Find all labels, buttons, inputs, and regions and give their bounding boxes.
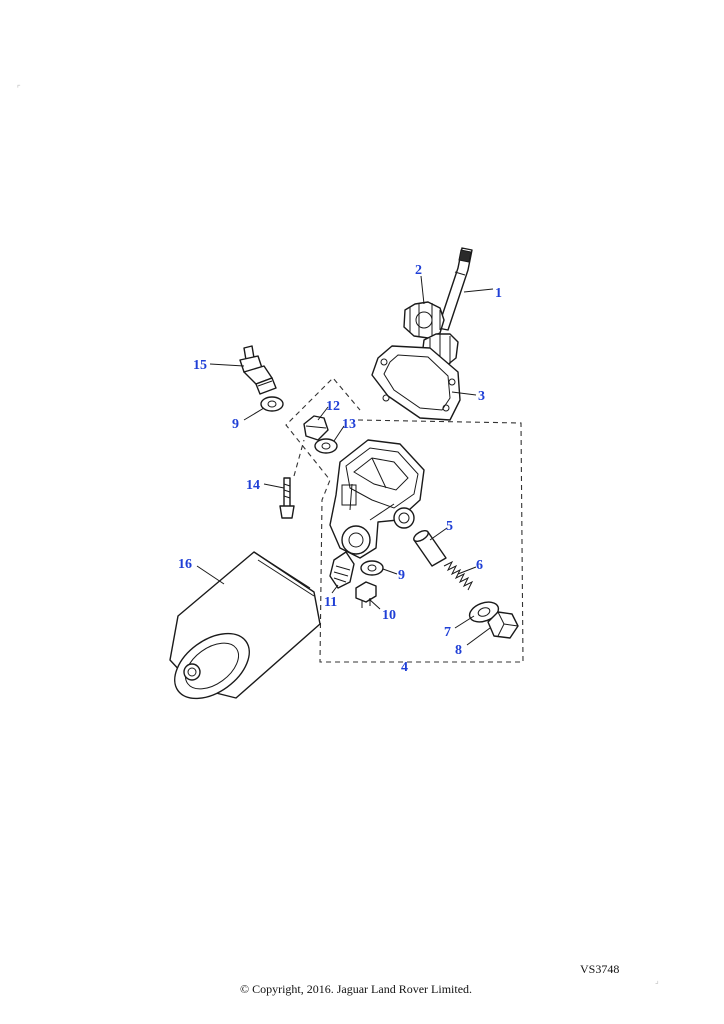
pressure-switch-part[interactable] <box>239 345 277 395</box>
callout-7: 7 <box>444 625 451 640</box>
callout-1: 1 <box>495 286 502 301</box>
plug-bolt-part[interactable] <box>487 611 519 639</box>
corner-mark-top-left: ⌜ <box>17 84 21 93</box>
washer-upper-part[interactable] <box>260 396 284 412</box>
relief-valve-plunger-part[interactable] <box>412 529 447 567</box>
corner-mark-bottom-right: ⌟ <box>655 976 659 985</box>
copyright-notice: © Copyright, 2016. Jaguar Land Rover Lim… <box>239 982 473 996</box>
callout-9-lower: 9 <box>398 568 405 583</box>
adapter-part[interactable] <box>329 551 355 589</box>
callout-5: 5 <box>446 519 453 534</box>
relief-spring-part[interactable] <box>443 560 474 591</box>
washer-lower-part[interactable] <box>360 560 384 576</box>
callout-2: 2 <box>415 263 422 278</box>
washer-plug-part[interactable] <box>314 438 338 454</box>
callout-13: 13 <box>342 417 356 432</box>
callout-9-upper: 9 <box>232 417 239 432</box>
callout-6: 6 <box>476 558 483 573</box>
bolt-long-part[interactable] <box>279 477 295 519</box>
callout-8: 8 <box>455 643 462 658</box>
callout-14: 14 <box>246 478 260 493</box>
callout-3: 3 <box>478 389 485 404</box>
callout-4: 4 <box>401 660 408 675</box>
callout-12: 12 <box>326 399 340 414</box>
sealing-washer-part[interactable] <box>467 598 501 625</box>
callout-16: 16 <box>178 557 192 572</box>
callout-11: 11 <box>324 595 337 610</box>
drive-gear-part[interactable] <box>403 301 445 339</box>
plug-part[interactable] <box>303 415 329 441</box>
callout-15: 15 <box>193 358 207 373</box>
leader-lines <box>196 275 494 646</box>
bolt-connector-line <box>293 439 305 477</box>
reference-code: VS3748 <box>580 962 620 976</box>
callout-labels: 1 2 3 4 5 6 7 8 9 10 11 12 13 14 15 9 16 <box>178 263 502 675</box>
gasket-part[interactable] <box>371 345 461 421</box>
assembly-outline <box>285 377 524 663</box>
callout-10: 10 <box>382 608 396 623</box>
pump-body-part[interactable] <box>329 439 425 559</box>
bolt-small-part[interactable] <box>355 581 377 608</box>
oil-filter-part[interactable] <box>163 551 321 712</box>
drive-shaft-part[interactable] <box>437 247 473 331</box>
